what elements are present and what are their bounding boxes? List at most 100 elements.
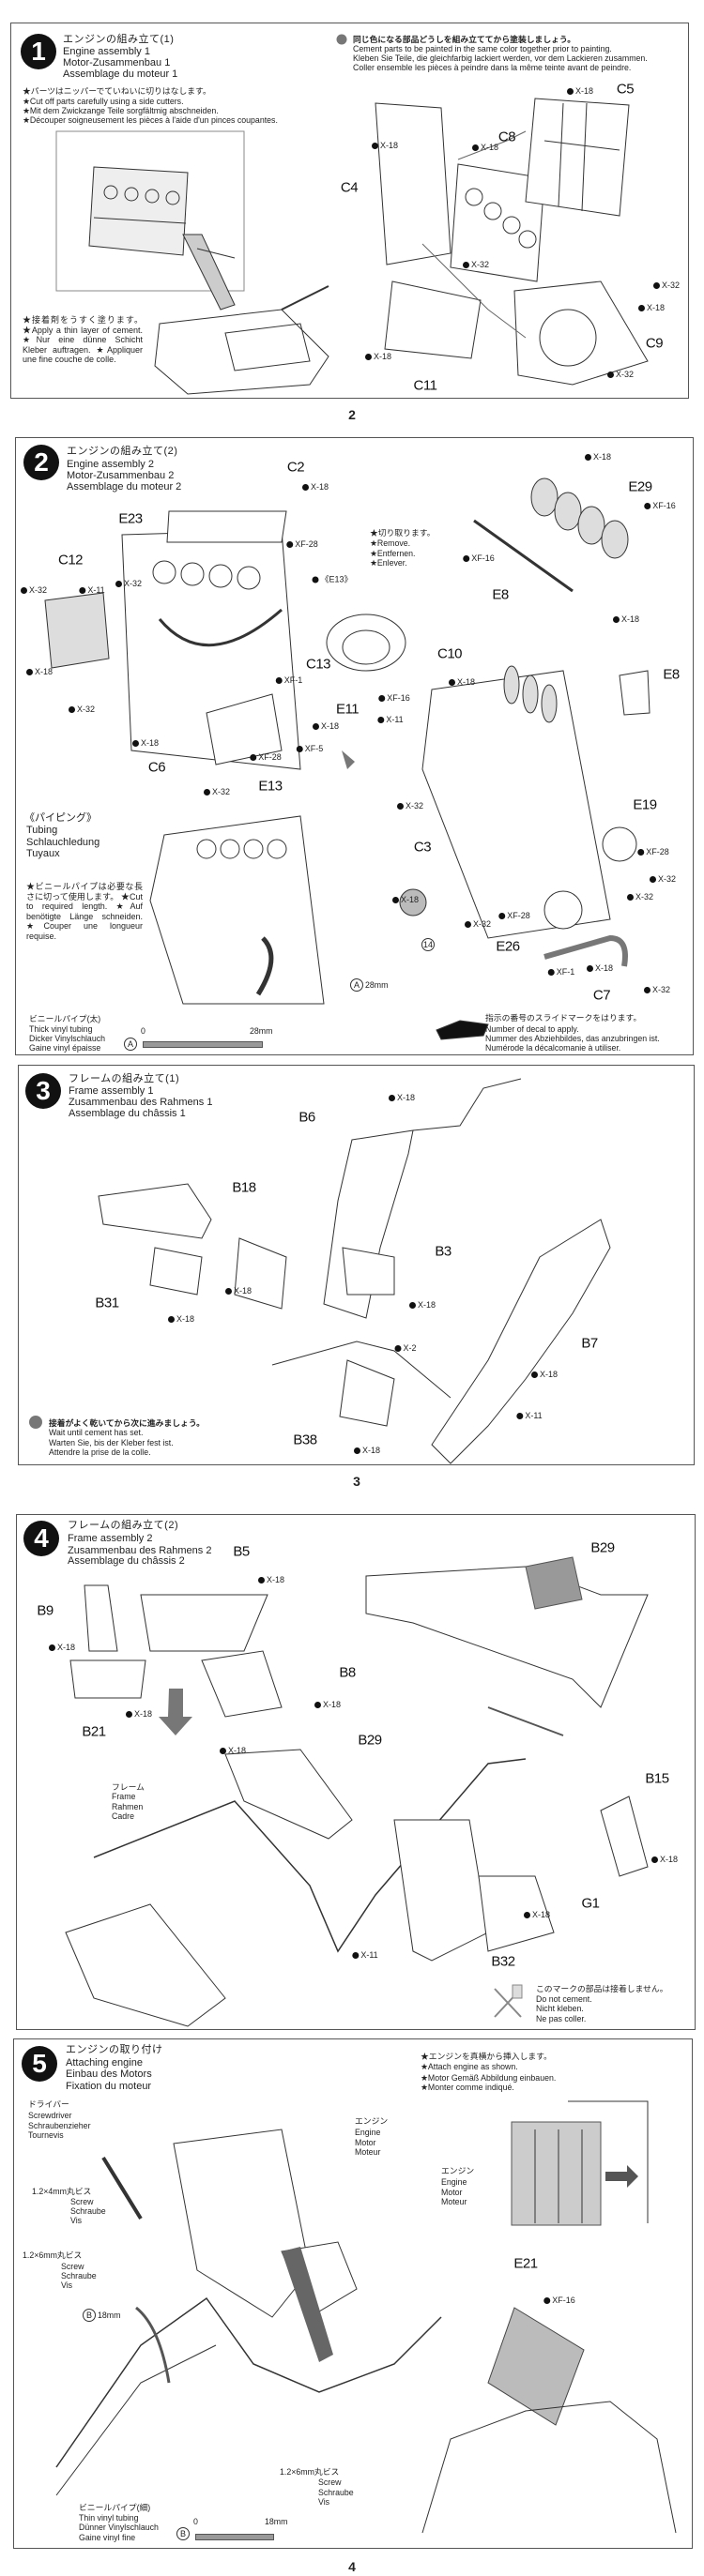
- part-label: C12: [57, 552, 84, 568]
- part-label: X-32: [397, 801, 423, 811]
- step-3-title-de: Zusammenbau des Rahmens 1: [69, 1096, 213, 1108]
- step-2-number: 2: [23, 445, 59, 480]
- page-number: 2: [348, 407, 356, 422]
- scale-end: 18mm: [265, 2516, 288, 2526]
- part-label: X-18: [638, 303, 665, 312]
- decal-note-fr: Numérode la décalcomanie à utiliser.: [485, 1042, 621, 1053]
- screw-6mm-lower-en: Screw: [318, 2477, 342, 2487]
- part-label: C11: [413, 377, 437, 394]
- part-label: B29: [358, 1732, 382, 1749]
- part-label: B31: [95, 1295, 119, 1311]
- decal-note-jp: 指示の番号のスライドマークをはります。: [485, 1012, 642, 1023]
- scale-start: 0: [141, 1025, 145, 1036]
- step-4-title-en: Frame assembly 2: [68, 1532, 153, 1544]
- part-label: X-32: [69, 705, 95, 714]
- paint-note-de: Kleben Sie Teile, die gleichfarbig lacki…: [353, 53, 648, 63]
- wait-note-en: Wait until cement has set.: [49, 1427, 144, 1437]
- part-label: B21: [82, 1723, 106, 1740]
- step-3-panel: [18, 1065, 695, 1465]
- part-label: E13: [258, 778, 283, 795]
- step-5-title-en: Attaching engine: [66, 2056, 143, 2068]
- part-label: X-18: [168, 1314, 194, 1324]
- attach-note-jp: ★エンジンを真横から挿入します。: [421, 2051, 552, 2061]
- no-cement-note-jp: このマークの部品は接着しません。: [536, 1983, 668, 1993]
- page-number: 4: [348, 2559, 356, 2574]
- no-cement-note-en: Do not cement.: [536, 1993, 592, 2004]
- thick-tube-letter: A: [124, 1038, 137, 1051]
- part-label: C2: [286, 459, 305, 476]
- part-label: X-18: [225, 1286, 252, 1296]
- screw-4mm-fr: Vis: [70, 2215, 83, 2225]
- screwdriver-label-de: Schraubenzieher: [28, 2120, 91, 2130]
- thin-tube-de: Dünner Vinylschlauch: [79, 2522, 159, 2532]
- frame-label-en: Frame: [112, 1791, 136, 1801]
- thick-tube-de: Dicker Vinylschlauch: [29, 1033, 105, 1043]
- step-5-panel: [13, 2038, 693, 2549]
- part-label: X-32: [463, 260, 489, 269]
- part-label: X-11: [516, 1411, 542, 1420]
- step-4-title-de: Zusammenbau des Rahmens 2: [68, 1544, 212, 1556]
- engine-label-en: Engine: [355, 2127, 381, 2137]
- part-label: X-32: [627, 892, 653, 902]
- decal-note-en: Number of decal to apply.: [485, 1023, 579, 1034]
- step-5-title-fr: Fixation du moteur: [66, 2080, 152, 2092]
- engine-insertion-detail-drawing: [511, 2100, 649, 2226]
- engine-detail-label-de: Motor: [441, 2187, 463, 2197]
- tubing-heading-fr: Tuyaux: [26, 847, 60, 859]
- wait-note-jp: 接着がよく乾いてから次に進みましょう。: [49, 1417, 205, 1428]
- screw-6mm-de: Schraube: [61, 2270, 97, 2281]
- frame-assembly-1-drawing: [98, 1078, 611, 1464]
- step-3-title-fr: Assemblage du châssis 1: [69, 1107, 186, 1119]
- screw-4mm-en: Screw: [70, 2196, 94, 2206]
- paint-note-fr: Coller ensemble les pièces à peindre dan…: [353, 62, 632, 72]
- engine-label-jp: エンジン: [355, 2115, 389, 2126]
- part-label: X-18: [585, 452, 611, 462]
- part-label: X-18: [613, 614, 639, 624]
- part-label: X-11: [377, 715, 403, 724]
- scale-end: 28mm: [250, 1025, 273, 1036]
- part-label: B5: [233, 1543, 250, 1560]
- part-label: XF-28: [637, 847, 669, 856]
- wait-note-fr: Attendre la prise de la colle.: [49, 1447, 151, 1457]
- screwdriver-label-en: Screwdriver: [28, 2110, 72, 2120]
- step-4-panel: [16, 1514, 696, 2030]
- attach-note-en: ★Attach engine as shown.: [421, 2061, 518, 2071]
- step-4-title-jp: フレームの組み立て(2): [68, 1519, 179, 1531]
- part-label: E21: [513, 2255, 538, 2272]
- step-1-title-en: Engine assembly 1: [63, 45, 150, 57]
- cut-note-jp: ★パーツはニッパーでていねいに切りはなします。: [23, 85, 211, 96]
- no-cement-note-fr: Ne pas coller.: [536, 2013, 587, 2023]
- remove-note-de: ★Entfernen.: [370, 548, 416, 558]
- step-2-title-fr: Assemblage du moteur 2: [67, 480, 182, 492]
- thick-tube-fr: Gaine vinyl épaisse: [29, 1042, 101, 1053]
- part-label: E8: [492, 586, 509, 603]
- wait-note-de: Warten Sie, bis der Kleber fest ist.: [49, 1437, 174, 1447]
- paint-note-jp: 同じ色になる部品どうしを組み立ててから塗装しましょう。: [353, 34, 575, 44]
- part-label: C5: [616, 81, 635, 98]
- frame-assembly-2-main-drawing: [65, 1689, 649, 2027]
- part-label: X-18: [372, 141, 398, 150]
- engine-label-fr: Moteur: [355, 2146, 381, 2157]
- screw-4mm-jp: 1.2×4mm丸ビス: [32, 2186, 92, 2196]
- screw-6mm-lower-fr: Vis: [318, 2496, 330, 2507]
- part-label: X-18: [472, 143, 498, 152]
- part-label: B6: [298, 1109, 315, 1126]
- step-1-title-de: Motor-Zusammenbau 1: [63, 56, 171, 68]
- engine-case-parts-drawing: [375, 98, 649, 386]
- part-label: XF-1: [276, 675, 303, 685]
- part-label: X-18: [587, 963, 613, 973]
- part-label: B32: [491, 1953, 515, 1970]
- attaching-engine-drawing: [55, 2129, 442, 2496]
- part-label: E23: [118, 510, 143, 527]
- remove-note-fr: ★Enlever.: [370, 557, 407, 568]
- scale-start: 0: [193, 2516, 198, 2526]
- cement-note: ★接着剤をうすく塗ります。 ★Apply a thin layer of cem…: [23, 315, 143, 364]
- part-label: XF-16: [644, 501, 676, 510]
- part-label: X-18: [409, 1300, 436, 1310]
- step-3-title-jp: フレームの組み立て(1): [69, 1072, 180, 1084]
- part-label: B3: [435, 1243, 451, 1260]
- part-label: XF-1: [548, 967, 575, 977]
- decal-number: 14: [421, 938, 435, 951]
- step-2-title-jp: エンジンの組み立て(2): [67, 445, 178, 457]
